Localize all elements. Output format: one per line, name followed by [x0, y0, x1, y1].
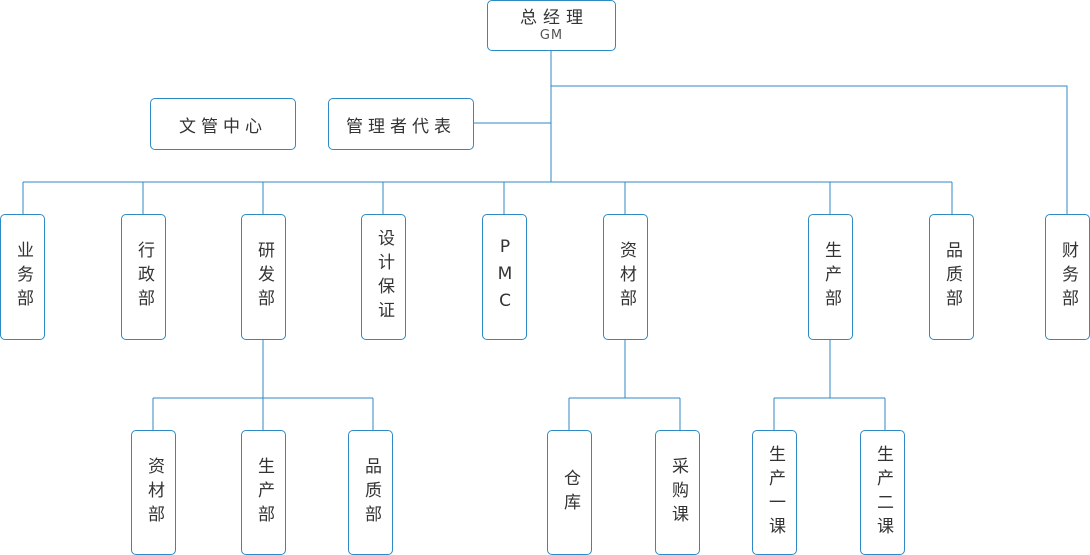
department-label: PMC	[495, 236, 515, 318]
rd-sub-quality: 品质部	[348, 430, 393, 555]
rd-sub-materials: 资材部	[131, 430, 176, 555]
department-finance: 财务部	[1045, 214, 1090, 340]
production-sub-section-2: 生产二课	[860, 430, 905, 555]
department-label: 行政部	[134, 241, 154, 313]
department-design-assurance: 设计保证	[361, 214, 406, 340]
department-sales: 业务部	[0, 214, 45, 340]
sub-unit-label: 仓库	[560, 468, 580, 517]
department-rd: 研发部	[241, 214, 286, 340]
document-center-label: 文管中心	[179, 116, 267, 137]
management-representative-box: 管理者代表	[328, 98, 474, 150]
general-manager-subtitle: GM	[539, 27, 564, 43]
materials-sub-purchasing: 采购课	[655, 430, 700, 555]
department-label: 设计保证	[374, 229, 394, 325]
department-label: 财务部	[1058, 241, 1078, 313]
materials-sub-warehouse: 仓库	[547, 430, 592, 555]
sub-unit-label: 生产部	[254, 456, 274, 529]
department-quality: 品质部	[929, 214, 974, 340]
sub-unit-label: 品质部	[361, 456, 381, 529]
rd-sub-production: 生产部	[241, 430, 286, 555]
general-manager-title: 总经理	[520, 7, 589, 28]
sub-unit-label: 资材部	[144, 456, 164, 529]
department-label: 品质部	[942, 241, 962, 313]
production-sub-section-1: 生产一课	[752, 430, 797, 555]
department-materials: 资材部	[603, 214, 648, 340]
sub-unit-label: 生产二课	[873, 444, 893, 541]
department-label: 资材部	[616, 241, 636, 313]
department-administration: 行政部	[121, 214, 166, 340]
department-label: 研发部	[254, 241, 274, 313]
department-production: 生产部	[808, 214, 853, 340]
department-pmc: PMC	[482, 214, 527, 340]
department-label: 生产部	[821, 241, 841, 313]
management-representative-label: 管理者代表	[346, 116, 456, 137]
general-manager-box: 总经理 GM	[487, 0, 616, 51]
document-center-box: 文管中心	[150, 98, 296, 150]
department-label: 业务部	[13, 241, 33, 313]
sub-unit-label: 采购课	[668, 456, 688, 529]
sub-unit-label: 生产一课	[765, 444, 785, 541]
